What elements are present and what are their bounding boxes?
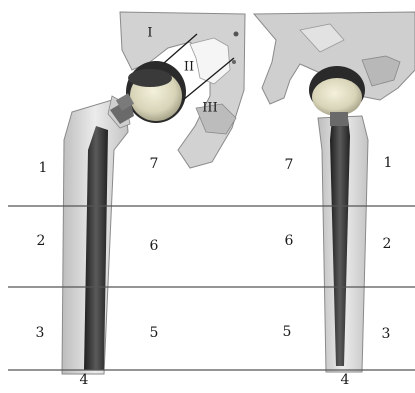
left-acetabular-cup <box>126 61 186 123</box>
right-zone-6: 6 <box>285 234 294 248</box>
left-zone-3: 3 <box>36 326 45 340</box>
acetabular-zone-ii: II <box>184 61 194 74</box>
left-zone-6: 6 <box>150 239 159 253</box>
left-zone-1: 1 <box>39 161 48 175</box>
right-zone-2: 2 <box>383 237 392 251</box>
left-zone-5: 5 <box>150 326 159 340</box>
right-zone-5: 5 <box>283 325 292 339</box>
left-femur <box>62 93 134 374</box>
left-zone-4: 4 <box>80 373 89 387</box>
left-zone-2: 2 <box>37 234 46 248</box>
right-femur <box>318 112 368 372</box>
right-acetabular-cup <box>309 66 365 116</box>
acetabular-zone-i: I <box>147 27 152 40</box>
right-zone-3: 3 <box>382 327 391 341</box>
right-zone-1: 1 <box>384 156 393 170</box>
right-zone-7: 7 <box>285 158 294 172</box>
left-zone-7: 7 <box>150 157 159 171</box>
right-zone-4: 4 <box>341 373 350 387</box>
acetabular-zone-iii: III <box>202 102 217 115</box>
